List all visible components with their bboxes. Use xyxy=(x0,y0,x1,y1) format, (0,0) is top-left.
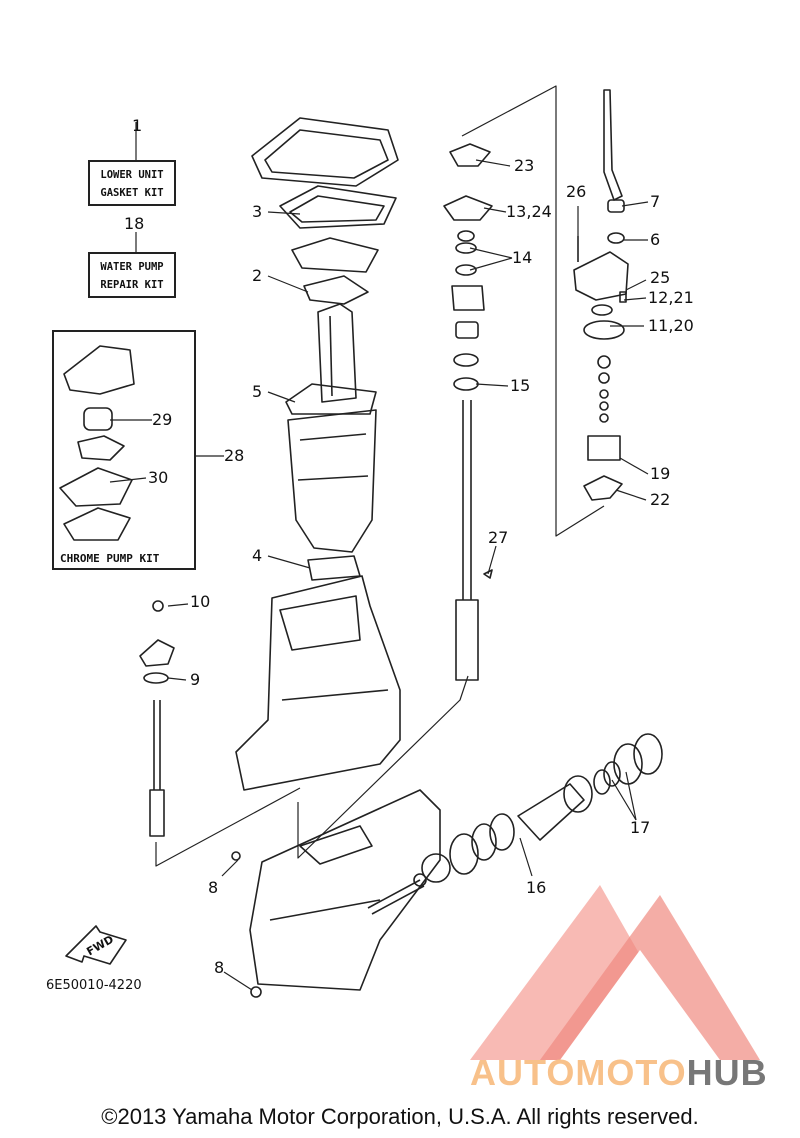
lower-unit-gasket-kit-box: LOWER UNIT GASKET KIT xyxy=(88,160,176,206)
callout-3: 3 xyxy=(252,202,263,221)
callout-22: 22 xyxy=(650,490,671,509)
callout-28: 28 xyxy=(224,446,245,465)
callout-2: 2 xyxy=(252,266,263,285)
callout-14: 14 xyxy=(512,248,533,267)
callout-13-24: 13,24 xyxy=(506,202,552,221)
water-pump-repair-kit-box: WATER PUMP REPAIR KIT xyxy=(88,252,176,298)
callout-29: 29 xyxy=(152,410,173,429)
callout-23: 23 xyxy=(514,156,535,175)
water-pump-parts xyxy=(573,89,629,501)
copyright-notice: ©2013 Yamaha Motor Corporation, U.S.A. A… xyxy=(101,1104,699,1129)
propeller-shaft-parts xyxy=(367,733,663,915)
water-pump-line2: REPAIR KIT xyxy=(100,279,164,291)
shift-rod-parts xyxy=(139,600,262,998)
callout-18: 18 xyxy=(124,214,145,233)
leader-lines xyxy=(109,85,649,991)
callout-19: 19 xyxy=(650,464,671,483)
callout-16: 16 xyxy=(526,878,547,897)
gasket-stack xyxy=(235,117,441,991)
callout-6: 6 xyxy=(650,230,661,249)
watermark-part2: HUB xyxy=(686,1052,768,1093)
callout-25: 25 xyxy=(650,268,671,287)
watermark-text: AUTOMOTOHUB xyxy=(470,1052,768,1094)
diagram-code: 6E50010-4220 xyxy=(46,978,142,993)
fwd-arrow-icon xyxy=(65,925,127,965)
drive-shaft-parts xyxy=(443,143,493,681)
chrome-pump-kit-box xyxy=(52,330,196,570)
callout-5: 5 xyxy=(252,382,263,401)
water-pump-line1: WATER PUMP xyxy=(100,261,164,273)
callout-30: 30 xyxy=(148,468,169,487)
callout-8b: 8 xyxy=(214,958,225,977)
watermark-logo-icon xyxy=(470,885,760,1060)
lower-unit-line1: LOWER UNIT xyxy=(100,169,164,181)
callout-8a: 8 xyxy=(208,878,219,897)
callout-7: 7 xyxy=(650,192,661,211)
callout-4: 4 xyxy=(252,546,263,565)
callout-10: 10 xyxy=(190,592,211,611)
chrome-pump-kit-title: CHROME PUMP KIT xyxy=(60,552,160,565)
callout-27: 27 xyxy=(488,528,509,547)
callout-11-20: 11,20 xyxy=(648,316,694,335)
callout-9: 9 xyxy=(190,670,201,689)
callout-17: 17 xyxy=(630,818,651,837)
chrome-pump-kit-parts xyxy=(59,345,135,541)
callout-15: 15 xyxy=(510,376,531,395)
callout-1: 1 xyxy=(132,116,143,135)
callout-26: 26 xyxy=(566,182,587,201)
callout-12-21: 12,21 xyxy=(648,288,694,307)
lower-unit-line2: GASKET KIT xyxy=(100,187,164,199)
watermark-part1: AUTOMOTO xyxy=(470,1052,687,1093)
